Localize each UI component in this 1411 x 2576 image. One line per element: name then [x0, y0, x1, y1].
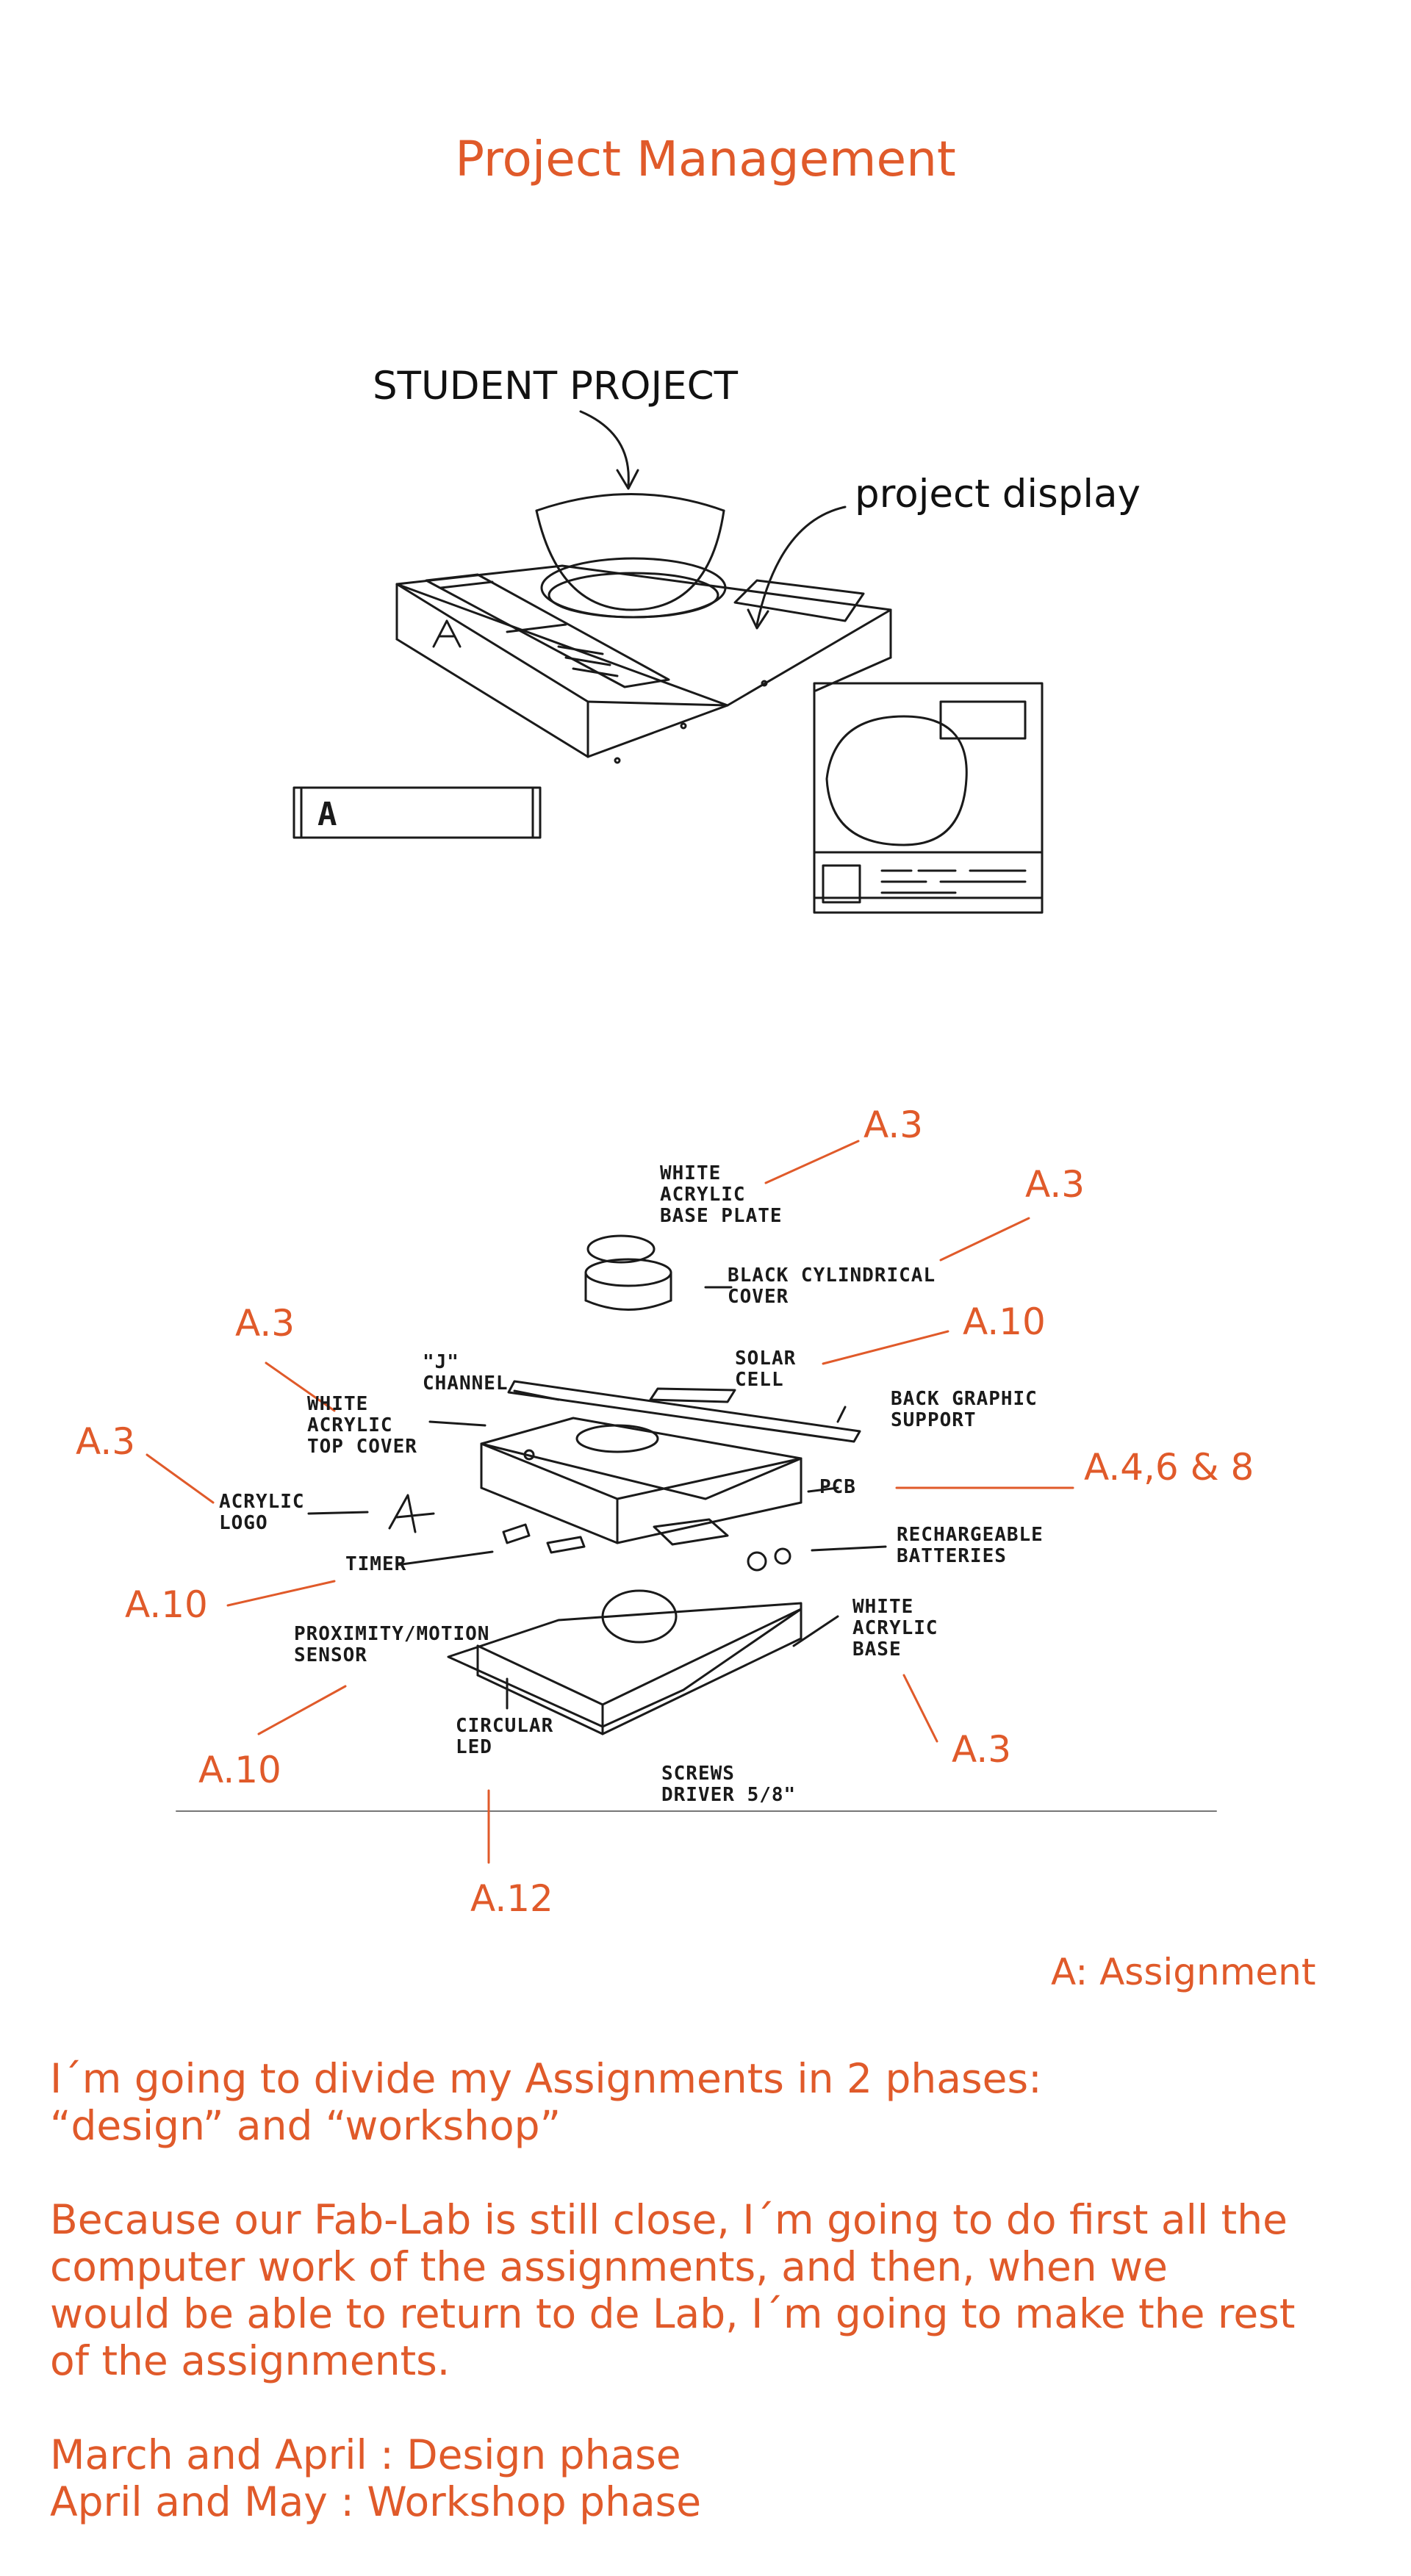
hand-label-sensor: PROXIMITY/MOTION SENSOR — [294, 1623, 490, 1666]
annotation-a3-topcover: A.3 — [235, 1302, 295, 1345]
page-title: Project Management — [455, 131, 956, 187]
annotation-a468-pcb: A.4,6 & 8 — [1084, 1446, 1254, 1489]
display-box-sketch — [395, 410, 892, 764]
annotation-a10-timer: A.10 — [125, 1583, 208, 1626]
text-line: April and May : Workshop phase — [50, 2478, 702, 2525]
hand-label-solar-cell: SOLAR CELL — [735, 1348, 797, 1391]
annotation-a12-led: A.12 — [470, 1877, 553, 1920]
annotation-leaders — [146, 1140, 1074, 1864]
front-view-sketch — [813, 682, 1044, 914]
paragraph-fablab: Because our Fab-Lab is still close, I´m … — [50, 2196, 1387, 2384]
hand-label-j-channel: "J" CHANNEL — [423, 1351, 509, 1395]
logo-letter: A — [317, 796, 338, 833]
hand-label-batteries: RECHARGEABLE BATTERIES — [897, 1524, 1044, 1567]
exploded-view-sketch — [176, 1234, 1217, 1812]
paragraph-phases: I´m going to divide my Assignments in 2 … — [50, 2055, 1387, 2149]
hand-label-back-support: BACK GRAPHIC SUPPORT — [891, 1388, 1038, 1431]
label-student-project: STUDENT PROJECT — [373, 364, 738, 409]
logo-rectangle-sketch — [292, 786, 542, 839]
text-line: March and April : Design phase — [50, 2431, 681, 2478]
paragraph-schedule: March and April : Design phase April and… — [50, 2431, 1387, 2525]
hand-label-white-acrylic-plate: WHITE ACRYLIC BASE PLATE — [660, 1162, 783, 1227]
hand-label-screws: SCREWS DRIVER 5/8" — [661, 1763, 797, 1806]
annotation-a3-base: A.3 — [952, 1728, 1012, 1771]
annotation-a3-logo: A.3 — [76, 1420, 136, 1463]
annotation-a10-solar: A.10 — [963, 1300, 1046, 1343]
annotation-a3-plate: A.3 — [864, 1104, 924, 1146]
hand-label-white-base: WHITE ACRYLIC BASE — [852, 1596, 938, 1661]
hand-label-black-cover: BLACK CYLINDRICAL COVER — [728, 1264, 936, 1308]
body-text: I´m going to divide my Assignments in 2 … — [50, 2055, 1387, 2525]
text-line: I´m going to divide my Assignments in 2 … — [50, 2055, 1042, 2102]
annotation-a3-cover: A.3 — [1025, 1163, 1085, 1206]
label-project-display: project display — [855, 472, 1141, 517]
text-line: “design” and “workshop” — [50, 2102, 561, 2149]
annotation-a10-sensor: A.10 — [198, 1749, 281, 1791]
text-line: computer work of the assignments, and th… — [50, 2243, 1168, 2290]
hand-label-top-cover: WHITE ACRYLIC TOP COVER — [307, 1393, 417, 1458]
text-line: Because our Fab-Lab is still close, I´m … — [50, 2196, 1288, 2243]
text-line: would be able to return to de Lab, I´m g… — [50, 2290, 1296, 2337]
hand-label-led: CIRCULAR LED — [456, 1715, 554, 1758]
hand-label-pcb: PCB — [819, 1476, 856, 1498]
hand-label-timer: TIMER — [345, 1553, 407, 1575]
hand-label-logo: ACRYLIC LOGO — [219, 1491, 305, 1534]
text-line: of the assignments. — [50, 2337, 450, 2384]
legend: A: Assignment — [1051, 1951, 1316, 1993]
